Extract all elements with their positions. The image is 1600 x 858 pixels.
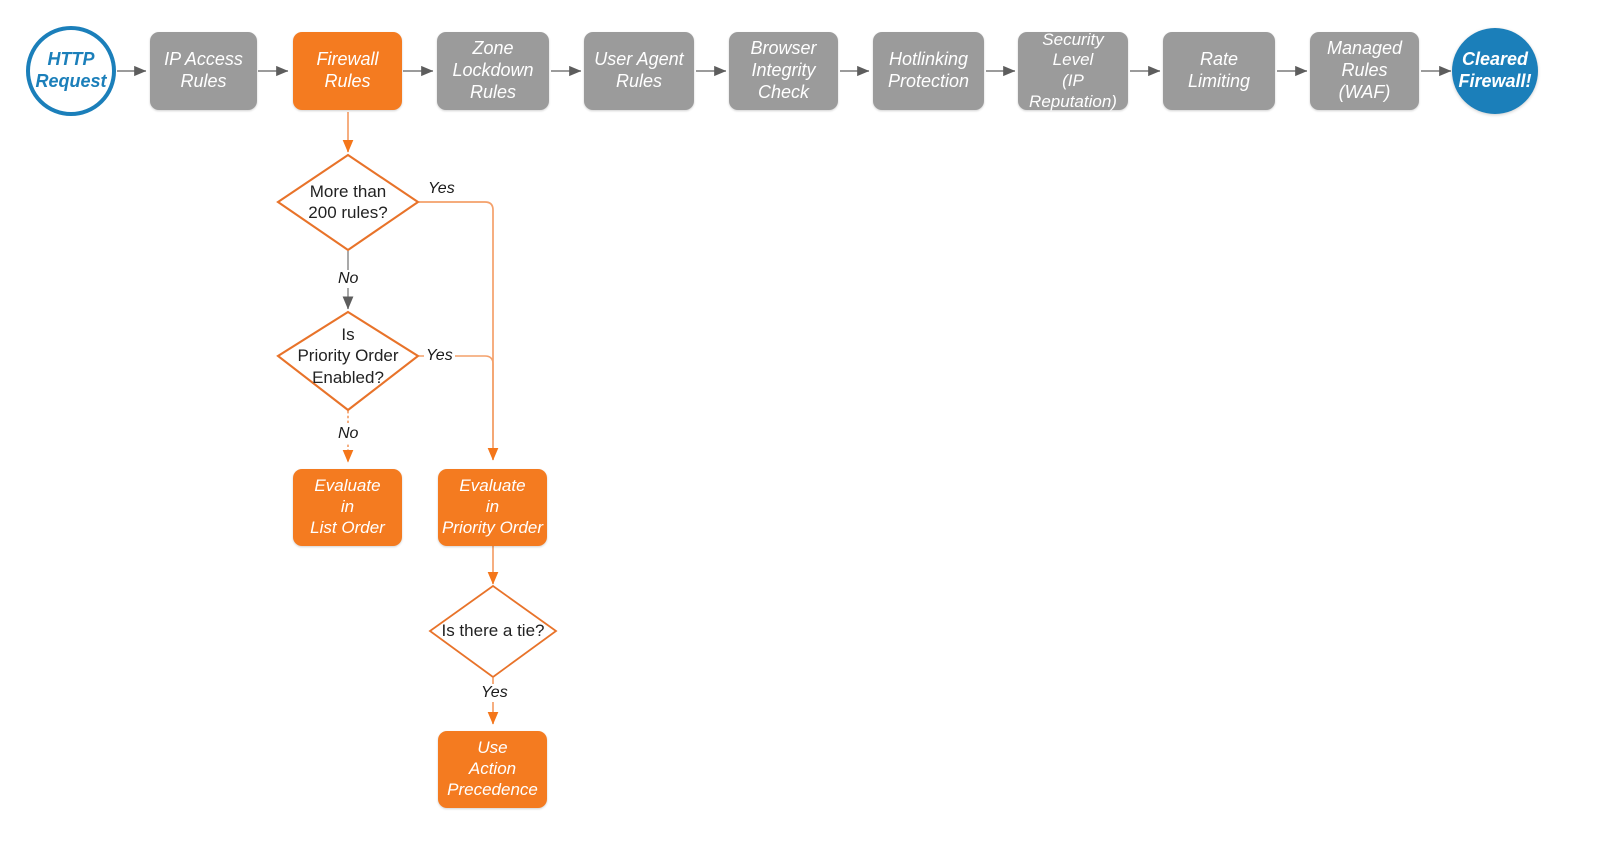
- pipeline-box-security-level[interactable]: Security Level (IP Reputation): [1018, 30, 1128, 111]
- process-box-evaluate-list-order[interactable]: Evaluate in List Order: [293, 469, 402, 546]
- pipeline-box-browser-integrity-check[interactable]: Browser Integrity Check: [729, 32, 838, 110]
- terminal-cleared-firewall: Cleared Firewall!: [1452, 28, 1538, 114]
- pipeline-box-managed-rules-waf[interactable]: Managed Rules (WAF): [1310, 32, 1419, 110]
- pipeline-box-rate-limiting[interactable]: Rate Limiting: [1163, 32, 1275, 110]
- edge-label-d3-yes: Yes: [479, 684, 510, 702]
- terminal-http-request: HTTP Request: [26, 26, 116, 116]
- process-box-use-action-precedence[interactable]: Use Action Precedence: [438, 731, 547, 808]
- edge-label-d2-no: No: [336, 425, 361, 443]
- edge-label-d1-yes: Yes: [426, 180, 457, 198]
- pipeline-box-ip-access-rules[interactable]: IP Access Rules: [150, 32, 257, 110]
- process-box-evaluate-priority-order[interactable]: Evaluate in Priority Order: [438, 469, 547, 546]
- pipeline-box-hotlinking-protection[interactable]: Hotlinking Protection: [873, 32, 984, 110]
- edge-label-d2-yes: Yes: [424, 347, 455, 365]
- edge-d2-yes-merge: [419, 355, 494, 440]
- decision-label-is-there-a-tie: Is there a tie?: [441, 621, 545, 641]
- pipeline-box-user-agent-rules[interactable]: User Agent Rules: [584, 32, 694, 110]
- pipeline-box-zone-lockdown-rules[interactable]: Zone Lockdown Rules: [437, 32, 549, 110]
- edge-d1-yes-to-priority: [419, 201, 499, 461]
- decision-label-priority-order-enabled: Is Priority Order Enabled?: [297, 325, 399, 387]
- decision-label-more-than-200-rules: More than 200 rules?: [308, 181, 388, 222]
- pipeline-box-firewall-rules[interactable]: Firewall Rules: [293, 32, 402, 110]
- edge-label-d1-no: No: [336, 270, 361, 288]
